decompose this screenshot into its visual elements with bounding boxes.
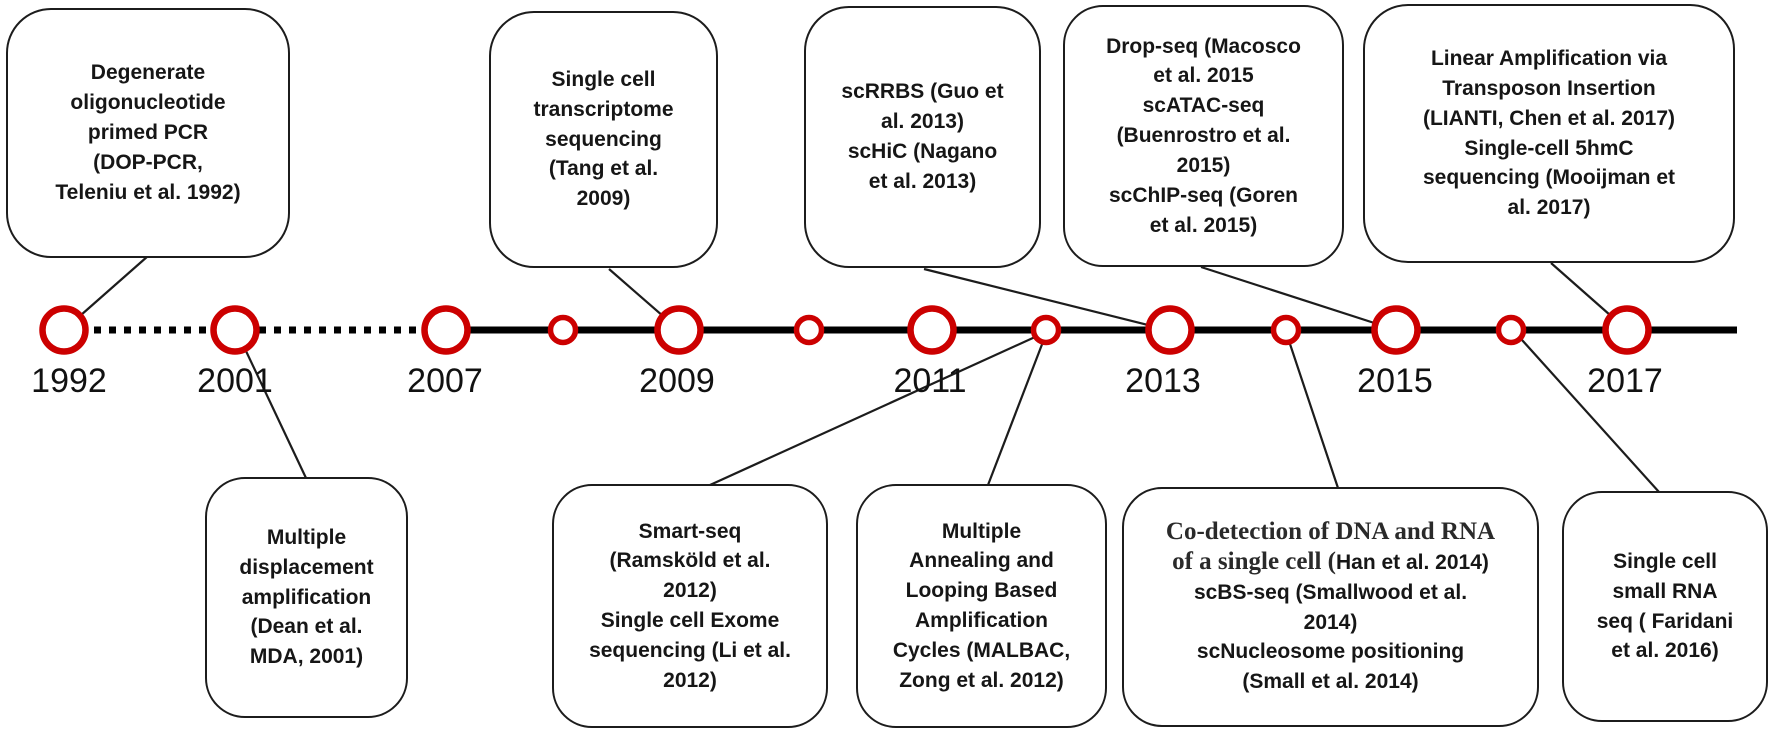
year-label-2015: 2015 xyxy=(1357,362,1433,400)
event-box-codetection-scbs-nucleosome: Co-detection of DNA and RNA of a single … xyxy=(1122,487,1539,727)
timeline-marker-minor-2 xyxy=(793,314,825,346)
event-box-scrrbs-label: scRRBS (Guo et al. 2013) scHiC (Nagano e… xyxy=(841,80,1004,193)
connector-2001-to-mda xyxy=(236,331,307,479)
event-box-dropseq-scatac-scchip: Drop-seq (Macosco et al. 2015 scATAC-seq… xyxy=(1063,5,1344,267)
year-label-2013: 2013 xyxy=(1125,362,1201,400)
event-box-mda-label: Multiple displacement amplification (Dea… xyxy=(239,525,374,669)
year-label-2009: 2009 xyxy=(639,362,715,400)
event-box-lianti-label: Linear Amplification via Transposon Inse… xyxy=(1422,47,1676,220)
event-box-malbac-label: Multiple Annealing and Looping Based Amp… xyxy=(892,519,1071,692)
event-box-mda: Multiple displacement amplification (Dea… xyxy=(205,477,408,718)
event-box-scrrbs-schic: scRRBS (Guo et al. 2013) scHiC (Nagano e… xyxy=(804,6,1041,268)
event-box-dop-pcr-label: Degenerate oligonucleotide primed PCR (D… xyxy=(55,61,241,204)
event-box-smartseq-exome: Smart-seq (Ramsköld et al. 2012) Single … xyxy=(552,484,828,728)
event-box-dropseq-label: Drop-seq (Macosco et al. 2015 scATAC-seq… xyxy=(1106,34,1301,237)
connector-2016-to-smallrna xyxy=(1512,329,1660,493)
event-box-smallrna-label: Single cell small RNA seq ( Faridani et … xyxy=(1596,549,1734,663)
event-box-codetection-label: Co-detection of DNA and RNA of a single … xyxy=(1166,517,1495,697)
timeline-marker-2017 xyxy=(1602,305,1652,355)
timeline-marker-2009 xyxy=(654,305,704,355)
timeline-marker-1992 xyxy=(39,305,89,355)
timeline-marker-2015 xyxy=(1371,305,1421,355)
codetection-serif-text: Co-detection of DNA and RNA of a single … xyxy=(1165,517,1496,575)
timeline-marker-2007 xyxy=(421,305,471,355)
connector-dropseq-to-2015 xyxy=(1200,265,1397,332)
timeline-marker-minor-5 xyxy=(1495,314,1527,346)
timeline-marker-minor-4 xyxy=(1270,314,1302,346)
timeline-marker-minor-1 xyxy=(547,314,579,346)
year-label-2001: 2001 xyxy=(197,362,273,400)
event-box-tang-label: Single cell transcriptome sequencing (Ta… xyxy=(533,67,674,211)
timeline-marker-2013 xyxy=(1145,305,1195,355)
connector-2012-to-malbac xyxy=(986,333,1048,486)
event-box-malbac: Multiple Annealing and Looping Based Amp… xyxy=(856,484,1107,728)
event-box-small-rna-seq: Single cell small RNA seq ( Faridani et … xyxy=(1562,491,1768,722)
connector-2012-to-smartseq xyxy=(709,330,1047,487)
year-label-2017: 2017 xyxy=(1587,362,1663,400)
connector-scrrbs-to-2013 xyxy=(923,267,1169,332)
timeline-marker-minor-3 xyxy=(1030,314,1062,346)
event-box-dop-pcr: Degenerate oligonucleotide primed PCR (D… xyxy=(6,8,290,258)
event-box-smartseq-label: Smart-seq (Ramsköld et al. 2012) Single … xyxy=(589,519,791,692)
year-label-1992: 1992 xyxy=(31,362,107,400)
timeline-marker-2001 xyxy=(210,305,260,355)
year-label-2011: 2011 xyxy=(893,362,967,400)
connector-2014-to-codetection xyxy=(1284,331,1340,489)
event-box-tang-transcriptome: Single cell transcriptome sequencing (Ta… xyxy=(489,11,718,268)
codetection-sans-text: Han et al. 2014) scBS-seq (Smallwood et … xyxy=(1193,550,1489,694)
event-box-lianti-5hmc: Linear Amplification via Transposon Inse… xyxy=(1363,4,1735,263)
timeline-marker-2011 xyxy=(907,305,957,355)
year-label-2007: 2007 xyxy=(407,362,483,400)
